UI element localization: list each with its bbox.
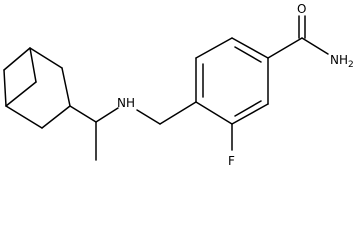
fluoro-substituent: F <box>228 123 235 168</box>
ring-double-bond <box>234 46 262 63</box>
nitrogen-to-methine-bond <box>95 107 119 123</box>
cage-bond <box>5 105 43 129</box>
benzene-ring <box>195 37 269 125</box>
ethyl-branch <box>69 105 97 161</box>
cage-bond <box>3 69 7 107</box>
ring-to-carbonyl-bond <box>267 37 303 59</box>
methine-to-bicycle-bond <box>69 105 97 123</box>
cage-bridge-bond <box>29 47 37 83</box>
ring-to-methylene-bond <box>159 101 197 125</box>
oxygen-atom-label: O <box>297 2 306 16</box>
cage-bond <box>41 105 71 129</box>
ring-bond <box>231 37 269 59</box>
ring-bond <box>195 101 233 125</box>
ring-double-bond <box>234 100 262 117</box>
amide-group: O NH2 <box>267 2 354 70</box>
methylene-to-nitrogen-bond <box>136 109 161 125</box>
cage-bond <box>61 67 71 107</box>
fluorine-atom-label: F <box>228 154 235 168</box>
molecule-canvas: O NH2 F NH <box>3 2 354 168</box>
carbonyl-to-nitrogen-bond <box>301 37 329 55</box>
norbornane-cage <box>3 47 71 129</box>
amide-nitrogen-text: NH <box>330 53 348 67</box>
cage-bridge-bond <box>5 81 37 107</box>
amide-subscript: 2 <box>348 60 354 70</box>
ring-bond <box>195 37 233 59</box>
aminomethyl-linker: NH <box>95 96 197 125</box>
cage-bond <box>3 47 31 71</box>
amine-nitrogen-label: NH <box>117 96 135 110</box>
cage-bond <box>29 47 63 69</box>
structure-drawing: O NH2 F NH <box>3 2 354 168</box>
ring-bond <box>231 103 269 125</box>
amide-nitrogen-label: NH2 <box>330 53 354 70</box>
